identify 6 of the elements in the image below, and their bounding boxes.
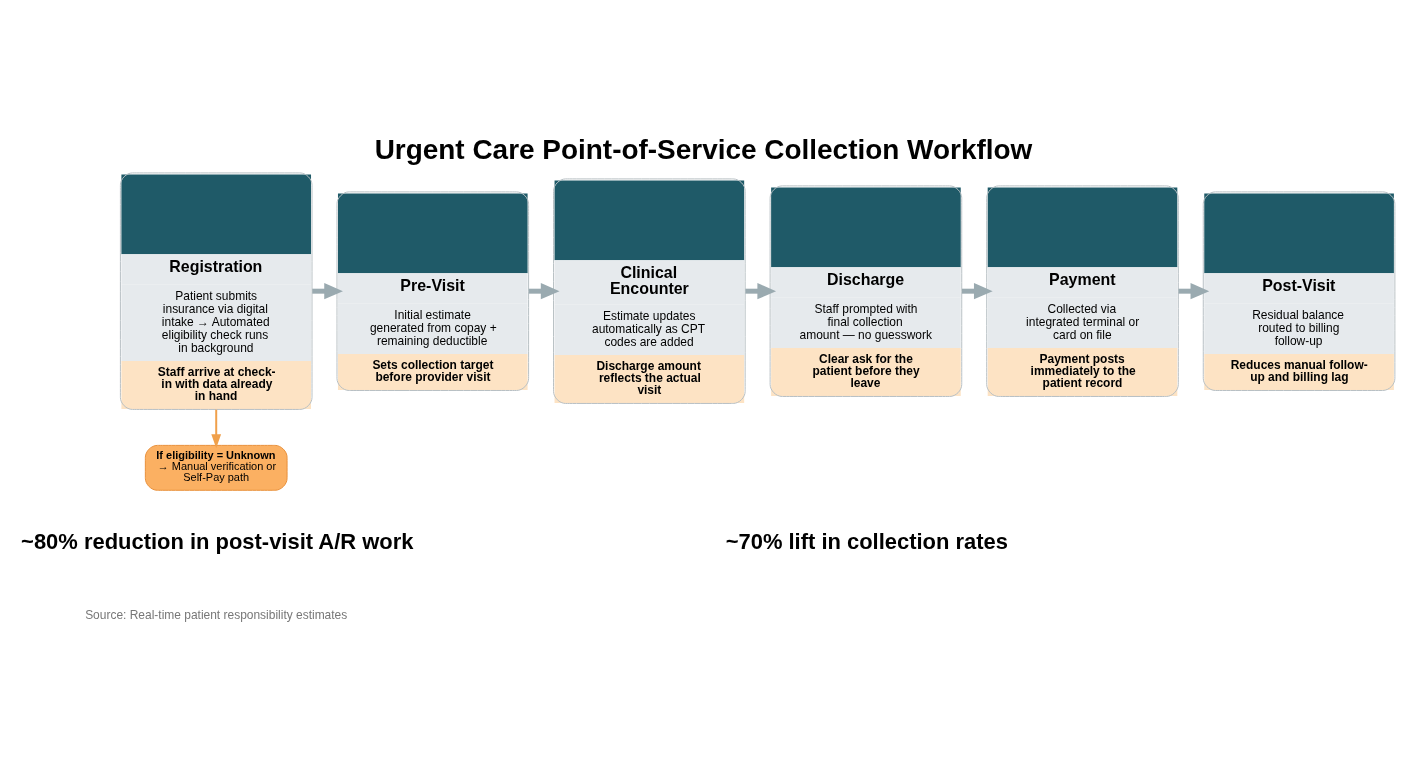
arrow [211, 408, 222, 449]
label: ~70% lift in collection rates [725, 528, 1008, 554]
diagram-title: Urgent Care Point-of-Service Collection Workflow [374, 134, 1033, 166]
node-box: If eligibility = Unknown → Manual verification or Self-Pay path [144, 444, 288, 491]
caption: Source: Real-time patient responsibility estimates [85, 608, 348, 623]
label: ~80% reduction in post-visit A/R work [21, 528, 414, 554]
